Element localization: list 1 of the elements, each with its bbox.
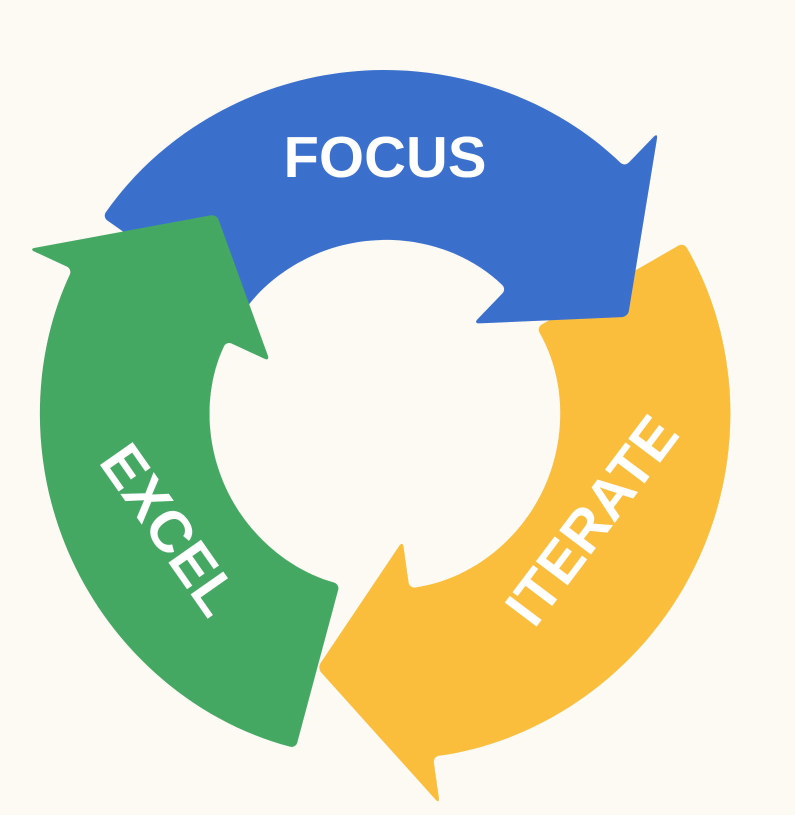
arrow-band: FOCUS (104, 70, 658, 324)
